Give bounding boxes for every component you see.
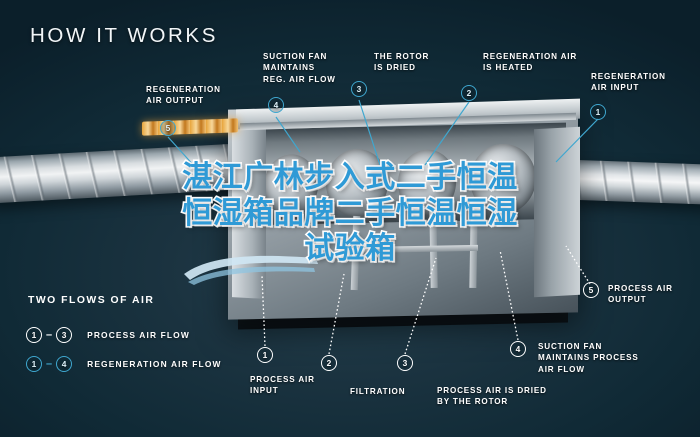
callout-label-regeneration-air-input: REGENERATION AIR INPUT [591,72,666,93]
legend-label-regeneration-air-flow: REGENERATION AIR FLOW [87,359,222,369]
legend-dash: – [46,358,53,370]
callout-label-regeneration-air-heated: REGENERATION AIR IS HEATED [483,52,578,73]
airflow-ribbon-icon [184,255,318,285]
legend-dash: – [46,329,53,341]
callout-label-process-air-output: PROCESS AIR OUTPUT [608,284,673,305]
legend-title: TWO FLOWS OF AIR [28,295,155,306]
legend-marker-from: 1 [26,327,42,343]
legend-row-process-air-flow: 1 – 3 PROCESS AIR FLOW [26,327,190,343]
legend-row-regeneration-air-flow: 1 – 4 REGENERATION AIR FLOW [26,356,222,372]
desiccant-rotor [326,148,388,218]
callout-marker-5-regeneration-air-output[interactable]: 5 [160,120,176,136]
left-spiral-duct [0,142,257,204]
callout-marker-4-suction-fan-reg[interactable]: 4 [268,97,284,113]
heater-element [142,118,238,136]
callout-marker-3-rotor-is-dried[interactable]: 3 [351,81,367,97]
callout-label-regeneration-air-output: REGENERATION AIR OUTPUT [146,85,221,106]
callout-marker-1-process-air-input[interactable]: 1 [257,347,273,363]
callout-marker-5-process-air-output[interactable]: 5 [583,282,599,298]
callout-label-suction-fan-process: SUCTION FAN MAINTAINS PROCESS AIR FLOW [538,342,639,374]
page-title: HOW IT WORKS [30,24,218,47]
desiccant-rotor [470,143,536,215]
callout-label-process-air-dried: PROCESS AIR IS DRIED BY THE ROTOR [437,386,547,407]
callout-label-process-air-input: PROCESS AIR INPUT [250,375,315,396]
desiccant-rotor [398,148,456,217]
callout-label-filtration: FILTRATION [350,387,406,396]
machine-interior [248,122,566,226]
callout-marker-4-suction-fan-process[interactable]: 4 [510,341,526,357]
callout-marker-3-process-air-dried[interactable]: 3 [397,355,413,371]
callout-marker-2-regeneration-air-heated[interactable]: 2 [461,85,477,101]
callout-marker-1-regeneration-air-input[interactable]: 1 [590,104,606,120]
callout-marker-2-filtration[interactable]: 2 [321,355,337,371]
legend-marker-to: 4 [56,356,73,372]
right-side-panel [534,126,580,298]
callout-label-rotor-is-dried: THE ROTOR IS DRIED [374,52,430,73]
desiccant-rotor [264,153,318,217]
legend-marker-from: 1 [26,356,42,372]
legend-marker-to: 3 [56,327,73,343]
callout-label-suction-fan-reg: SUCTION FAN MAINTAINS REG. AIR FLOW [263,52,336,84]
legend-label-process-air-flow: PROCESS AIR FLOW [87,330,190,340]
